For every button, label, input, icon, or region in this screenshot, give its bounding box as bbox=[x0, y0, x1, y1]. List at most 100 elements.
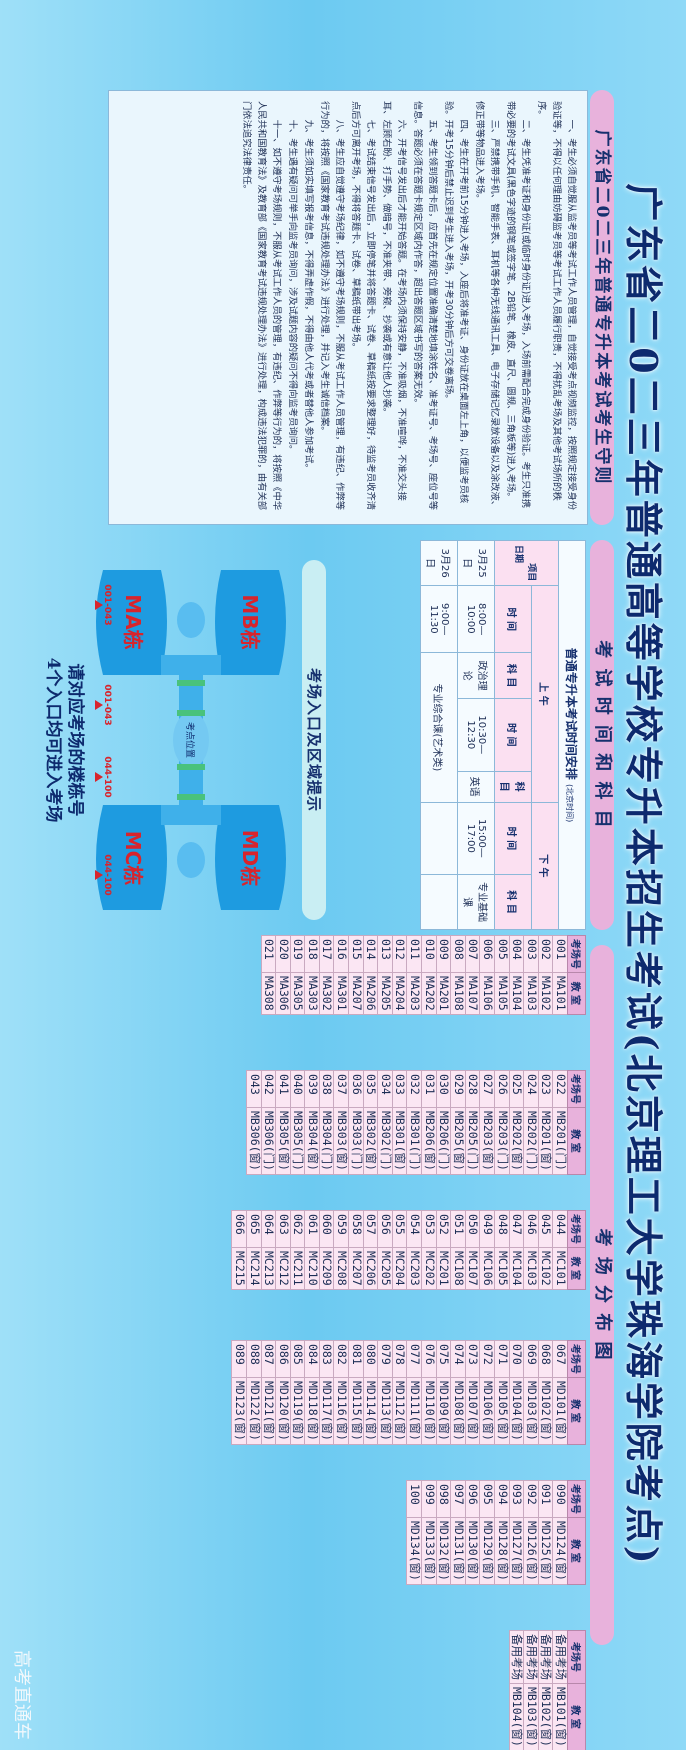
room-no: 062 bbox=[290, 1210, 305, 1248]
room-no: 089 bbox=[231, 1340, 247, 1378]
room-name: MB101(窗) bbox=[552, 1683, 568, 1750]
room-name: MB201(窗) bbox=[538, 1107, 553, 1175]
room-name: MA108 bbox=[450, 972, 466, 1015]
room-name: MB201(门) bbox=[552, 1107, 568, 1175]
room-name: MD113(窗) bbox=[377, 1377, 393, 1445]
room-no: 006 bbox=[479, 935, 495, 973]
room-no: 046 bbox=[523, 1210, 539, 1248]
col-room-no: 考场号 bbox=[567, 1070, 586, 1108]
room-no: 004 bbox=[509, 935, 524, 973]
room-name: MB302(窗) bbox=[363, 1107, 378, 1175]
room-no: 090 bbox=[552, 1480, 568, 1518]
room-name: MD119(窗) bbox=[290, 1377, 305, 1445]
room-no: 041 bbox=[275, 1070, 291, 1108]
schedule-col-time: 时 间 bbox=[494, 802, 532, 875]
room-name: MB202(门) bbox=[523, 1107, 539, 1175]
schedule-col-item: 项目 bbox=[526, 563, 537, 582]
room-no: 022 bbox=[552, 1070, 568, 1108]
room-no: 057 bbox=[363, 1210, 378, 1248]
room-no: 033 bbox=[392, 1070, 407, 1108]
room-no: 071 bbox=[494, 1340, 510, 1378]
room-name: MB203(门) bbox=[494, 1107, 510, 1175]
schedule-col-time: 时 间 bbox=[494, 585, 532, 653]
room-name: MD127(窗) bbox=[509, 1517, 524, 1585]
corridor-right bbox=[161, 805, 221, 825]
room-no: 093 bbox=[509, 1480, 524, 1518]
schedule-date: 3月26日 bbox=[420, 540, 458, 586]
room-no: 011 bbox=[406, 935, 422, 973]
room-no: 备用考场 bbox=[509, 1630, 524, 1684]
schedule-col-time: 时 间 bbox=[494, 698, 532, 772]
room-no: 088 bbox=[246, 1340, 262, 1378]
room-name: MC204 bbox=[392, 1247, 407, 1290]
room-no: 023 bbox=[538, 1070, 553, 1108]
room-no: 045 bbox=[538, 1210, 553, 1248]
room-name: MC104 bbox=[509, 1247, 524, 1290]
schedule-subject bbox=[420, 874, 458, 930]
room-name: MC205 bbox=[377, 1247, 393, 1290]
room-no: 044 bbox=[552, 1210, 568, 1248]
room-name: MD114(窗) bbox=[363, 1377, 378, 1445]
room-no: 031 bbox=[421, 1070, 437, 1108]
room-name: MB304(窗) bbox=[304, 1107, 320, 1175]
building-mc bbox=[96, 805, 167, 910]
room-name: MB303(窗) bbox=[334, 1107, 349, 1175]
room-no: 029 bbox=[450, 1070, 466, 1108]
col-room-no: 考场号 bbox=[567, 935, 586, 973]
room-no: 047 bbox=[509, 1210, 524, 1248]
room-name: MD107(窗) bbox=[465, 1377, 480, 1445]
room-name: MD128(窗) bbox=[494, 1517, 510, 1585]
schedule-table: 普通专升本考试时间安排 (北京时间) 项目 日期 上 午 下 午 时 间 科 目… bbox=[420, 540, 586, 930]
room-no: 049 bbox=[479, 1210, 495, 1248]
room-name: MB205(门) bbox=[465, 1107, 480, 1175]
hub-left bbox=[177, 602, 205, 638]
entrance-pins bbox=[95, 600, 103, 880]
schedule-caption: 普通专升本考试时间安排 (北京时间) bbox=[558, 540, 586, 930]
room-no: 050 bbox=[465, 1210, 480, 1248]
room-name: MD110(窗) bbox=[421, 1377, 437, 1445]
room-name: MD129(窗) bbox=[479, 1517, 495, 1585]
room-no: 078 bbox=[392, 1340, 407, 1378]
room-no: 015 bbox=[348, 935, 364, 973]
watermark: 高考直通车 bbox=[11, 1650, 32, 1740]
room-name: MC214 bbox=[246, 1247, 262, 1290]
room-no: 040 bbox=[290, 1070, 305, 1108]
distribution-heading: 考 场 分 布 图 bbox=[590, 945, 614, 1645]
rule-paragraph: 六、开考信号发出后才能开始答题。在考场内须保持安静，不准吸烟，不准喧哗，不准交头… bbox=[381, 101, 407, 501]
room-no: 009 bbox=[436, 935, 451, 973]
room-name: MA106 bbox=[479, 972, 495, 1015]
range-md: 044-100 bbox=[102, 854, 112, 895]
room-name: MC106 bbox=[479, 1247, 495, 1290]
room-no: 025 bbox=[509, 1070, 524, 1108]
room-no: 034 bbox=[377, 1070, 393, 1108]
room-no: 092 bbox=[523, 1480, 539, 1518]
building-md bbox=[215, 805, 286, 910]
room-name: MA104 bbox=[509, 972, 524, 1015]
room-no: 012 bbox=[392, 935, 407, 973]
